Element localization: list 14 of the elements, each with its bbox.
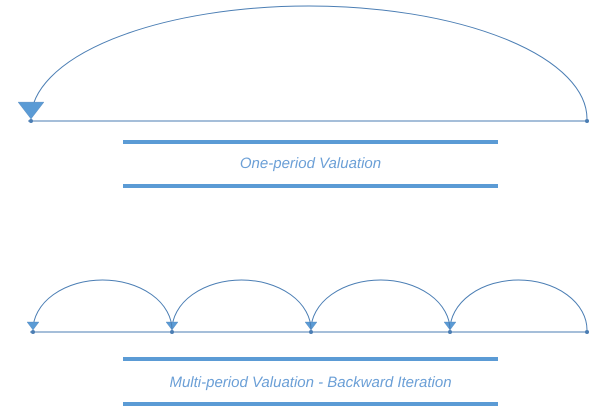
timeline-point: [170, 330, 174, 334]
arrow: [28, 280, 172, 330]
arrow: [444, 280, 588, 330]
section-label: One-period Valuation: [238, 155, 382, 173]
arrow: [166, 280, 312, 330]
timeline-point: [448, 330, 452, 334]
timeline-point: [585, 119, 589, 123]
timeline-point: [309, 330, 313, 334]
arrow: [20, 6, 588, 120]
timeline-point: [29, 119, 33, 123]
timeline-point: [31, 330, 35, 334]
section-label: Multi-period Valuation - Backward Iteration: [168, 374, 453, 392]
timeline-point: [585, 330, 589, 334]
arrow: [306, 280, 450, 330]
